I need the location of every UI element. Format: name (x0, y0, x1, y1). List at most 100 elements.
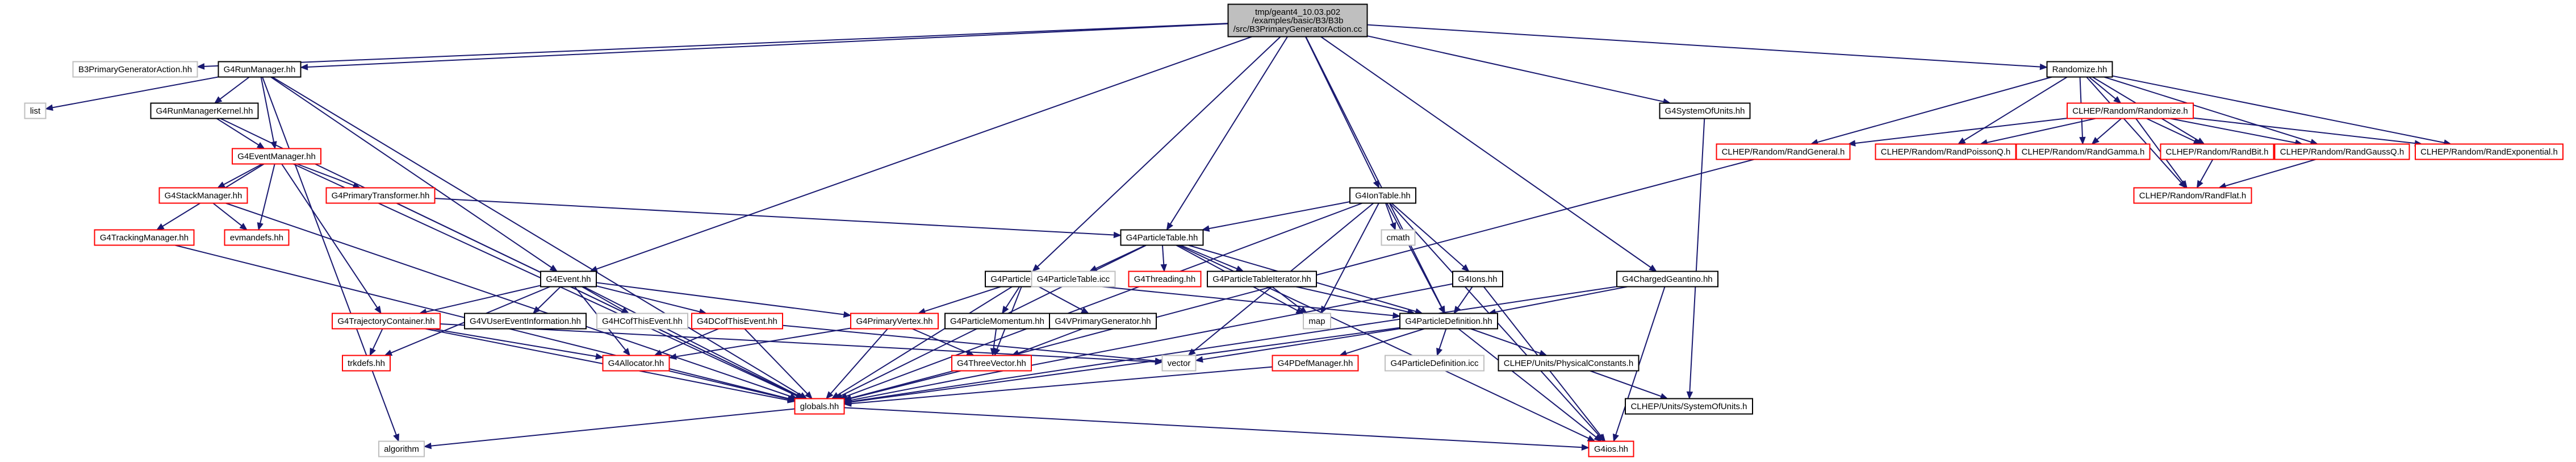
node-label: G4SystemOfUnits.hh (1665, 106, 1745, 116)
node-G4ParticleMomentum[interactable]: G4ParticleMomentum.hh (944, 313, 1050, 330)
node-G4StackManager[interactable]: G4StackManager.hh (158, 187, 248, 204)
node-trkdefs[interactable]: trkdefs.hh (342, 355, 391, 372)
arrowhead (300, 64, 308, 70)
node-box (1588, 440, 1634, 457)
arrowhead (393, 433, 399, 442)
edge-G4StackManager-to-globals (225, 202, 791, 397)
edge-G4PrimaryVertex-to-globals (830, 328, 888, 394)
node-G4ChargedGeantino[interactable]: G4ChargedGeantino.hh (1616, 270, 1718, 288)
node-G4ParticleTableIterator[interactable]: G4ParticleTableIterator.hh (1207, 270, 1317, 288)
node-CLHEP_Randomize[interactable]: CLHEP/Random/Randomize.h (2067, 102, 2194, 119)
node-RandBit[interactable]: CLHEP/Random/RandBit.h (2160, 143, 2274, 160)
node-label: G4ParticleMomentum.hh (950, 317, 1044, 326)
edge-Randomize-to-RandGaussQ (2104, 76, 2311, 143)
node-vector: vector (1161, 355, 1197, 372)
edge-root-to-Randomize (1367, 24, 2040, 68)
node-G4PrimaryVertex[interactable]: G4PrimaryVertex.hh (850, 313, 939, 330)
edge-G4TrajectoryContainer-to-G4Allocator (432, 328, 596, 357)
arrowhead (256, 141, 265, 149)
node-G4Allocator[interactable]: G4Allocator.hh (602, 355, 670, 372)
node-PhysicalConstants[interactable]: CLHEP/Units/PhysicalConstants.h (1498, 355, 1640, 372)
node-box (951, 355, 1032, 372)
node-globals[interactable]: globals.hh (794, 398, 845, 415)
node-box (342, 355, 391, 372)
arrowhead (1436, 347, 1443, 356)
edge-G4EventManager-to-G4StackManager (223, 163, 263, 185)
node-RandFlat[interactable]: CLHEP/Random/RandFlat.h (2133, 187, 2252, 204)
edge-RandBit-to-RandFlat (2199, 159, 2214, 182)
node-Randomize[interactable]: Randomize.hh (2046, 61, 2113, 78)
arrowhead (595, 353, 604, 360)
node-label: G4Ions.hh (1458, 274, 1497, 284)
node-box (232, 148, 321, 165)
edge-G4RunManager-to-G4Event (270, 76, 552, 268)
node-G4Threading[interactable]: G4Threading.hh (1128, 270, 1202, 288)
node-box (596, 313, 688, 330)
node-box (540, 270, 597, 288)
node-label: G4Event.hh (546, 274, 591, 284)
node-G4IonTable[interactable]: G4IonTable.hh (1349, 187, 1416, 204)
edge-globals-to-G4ios (844, 407, 1582, 448)
node-G4SystemOfUnits[interactable]: G4SystemOfUnits.hh (1659, 102, 1751, 119)
node-G4Ions[interactable]: G4Ions.hh (1452, 270, 1503, 288)
node-G4ios[interactable]: G4ios.hh (1588, 440, 1634, 457)
arrowhead (1187, 348, 1196, 356)
node-G4TrackingManager[interactable]: G4TrackingManager.hh (94, 229, 195, 246)
node-label: G4ParticleTableIterator.hh (1212, 274, 1311, 284)
edge-G4Event-to-G4VUserEventInformation (537, 286, 561, 309)
node-algorithm: algorithm (378, 440, 425, 457)
node-box (1120, 229, 1204, 246)
node-label: G4ParticleTable.hh (1126, 233, 1198, 243)
edge-root-to-G4ParticleTable (1169, 36, 1289, 224)
arrowhead (843, 311, 852, 318)
node-G4RunManager[interactable]: G4RunManager.hh (218, 61, 302, 78)
arrowhead (1649, 264, 1657, 272)
node-RandExponential[interactable]: CLHEP/Random/RandExponential.h (2415, 143, 2564, 160)
node-G4VUserEventInformation[interactable]: G4VUserEventInformation.hh (464, 313, 587, 330)
node-box (1272, 355, 1359, 372)
node-evmandefs[interactable]: evmandefs.hh (224, 229, 290, 246)
node-RandGaussQ[interactable]: CLHEP/Random/RandGaussQ.h (2274, 143, 2410, 160)
arrowhead (2113, 96, 2122, 104)
node-root[interactable]: tmp/geant4_10.03.p02/examples/basic/B3/B… (1227, 3, 1368, 38)
edge-G4RunManager-to-list (52, 76, 219, 109)
node-box (2133, 187, 2252, 204)
node-G4Event[interactable]: G4Event.hh (540, 270, 597, 288)
node-G4PrimaryTransformer[interactable]: G4PrimaryTransformer.hh (325, 187, 436, 204)
arrowhead (369, 347, 376, 356)
node-G4PDefManager[interactable]: G4PDefManager.hh (1272, 355, 1359, 372)
edge-CLHEP_Randomize-to-RandFlat (2135, 118, 2184, 183)
edge-RandGaussQ-to-RandFlat (2225, 159, 2316, 187)
node-RandGamma[interactable]: CLHEP/Random/RandGamma.h (2015, 143, 2151, 160)
edge-CLHEP_Randomize-to-RandPoissonQ (1987, 118, 2096, 143)
edge-G4ParticleGun-to-G4ParticleDefinition (1063, 282, 1394, 317)
node-box (150, 102, 259, 119)
arrowhead (549, 264, 558, 272)
node-G4ParticleTable_icc: G4ParticleTable.icc (1031, 270, 1116, 288)
node-label: G4TrajectoryContainer.hh (337, 317, 434, 326)
node-SystemOfUnits[interactable]: CLHEP/Units/SystemOfUnits.h (1625, 398, 1753, 415)
node-label: globals.hh (800, 402, 839, 411)
node-G4ThreeVector[interactable]: G4ThreeVector.hh (951, 355, 1032, 372)
node-label: trkdefs.hh (348, 359, 385, 368)
edge-G4PDefManager-to-globals (851, 366, 1273, 405)
node-box (325, 187, 436, 204)
arrowhead (1612, 433, 1619, 442)
arrowhead (1686, 391, 1693, 399)
node-G4DCofThisEvent[interactable]: G4DCofThisEvent.hh (691, 313, 783, 330)
node-G4HCofThisEvent: G4HCofThisEvent.hh (596, 313, 688, 330)
edge-G4ParticleGun-to-globals (837, 286, 1013, 396)
node-G4ParticleTable[interactable]: G4ParticleTable.hh (1120, 229, 1204, 246)
edge-G4RunManager-to-G4EventManager (260, 77, 275, 142)
edge-root-to-B3PGA_hh (204, 23, 1228, 67)
edge-G4ParticleDefinition-to-G4PDefManager (1346, 328, 1425, 354)
node-G4EventManager[interactable]: G4EventManager.hh (232, 148, 321, 165)
node-G4TrajectoryContainer[interactable]: G4TrajectoryContainer.hh (332, 313, 441, 330)
node-G4VPrimaryGenerator[interactable]: G4VPrimaryGenerator.hh (1049, 313, 1157, 330)
node-label: G4TrackingManager.hh (100, 233, 189, 243)
node-RandPoissonQ[interactable]: CLHEP/Random/RandPoissonQ.h (1875, 143, 2017, 160)
arrowhead (239, 223, 248, 231)
node-G4RunManagerKernel[interactable]: G4RunManagerKernel.hh (150, 102, 259, 119)
node-G4ParticleDefinition[interactable]: G4ParticleDefinition.hh (1399, 313, 1498, 330)
node-RandGeneral[interactable]: CLHEP/Random/RandGeneral.h (1716, 143, 1851, 160)
